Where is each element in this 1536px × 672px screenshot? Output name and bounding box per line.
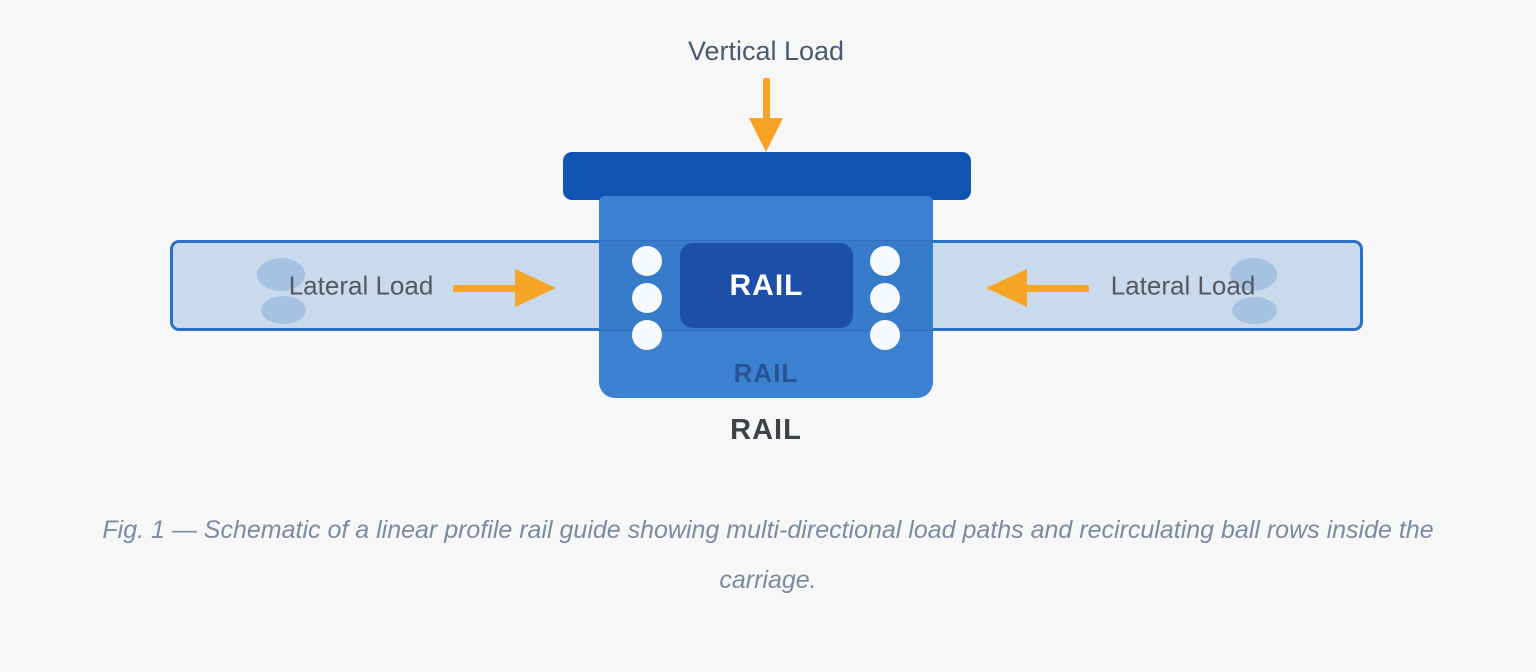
- figure-caption-line1: Fig. 1 — Schematic of a linear profile r…: [102, 516, 1434, 544]
- faded-ball-icon: [1232, 297, 1277, 324]
- carriage-top-bar: [563, 152, 971, 200]
- rail-center-label: RAIL: [729, 268, 804, 302]
- carriage-rail-label: RAIL: [733, 358, 799, 388]
- lateral-load-right-arrow-icon: [986, 269, 1027, 307]
- rail-cross-section: RAIL: [680, 243, 853, 328]
- lateral-load-left-label: Lateral Load: [288, 270, 434, 300]
- faded-ball-icon: [257, 258, 305, 291]
- ball-row-circle-icon: [632, 246, 662, 276]
- rail-bottom-label: RAIL: [730, 414, 802, 446]
- vertical-load-arrow-icon: [749, 118, 783, 152]
- carriage-body: RAIL RAIL: [599, 196, 933, 398]
- lateral-load-left-arrow-shaft: [453, 285, 516, 292]
- ball-row-circle-icon: [870, 283, 900, 313]
- ball-row-circle-icon: [870, 320, 900, 350]
- faded-ball-icon: [1230, 258, 1277, 291]
- ball-row-circle-icon: [632, 320, 662, 350]
- lateral-load-right-arrow-shaft: [1026, 285, 1089, 292]
- vertical-load-label: Vertical Load: [687, 36, 845, 66]
- ball-row-circle-icon: [632, 283, 662, 313]
- faded-ball-icon: [261, 296, 306, 324]
- ball-row-circle-icon: [870, 246, 900, 276]
- lateral-load-right-label: Lateral Load: [1110, 270, 1256, 300]
- lateral-load-left-arrow-icon: [515, 269, 556, 307]
- figure-caption-line2: carriage.: [719, 566, 817, 594]
- vertical-load-arrow-shaft: [763, 78, 770, 120]
